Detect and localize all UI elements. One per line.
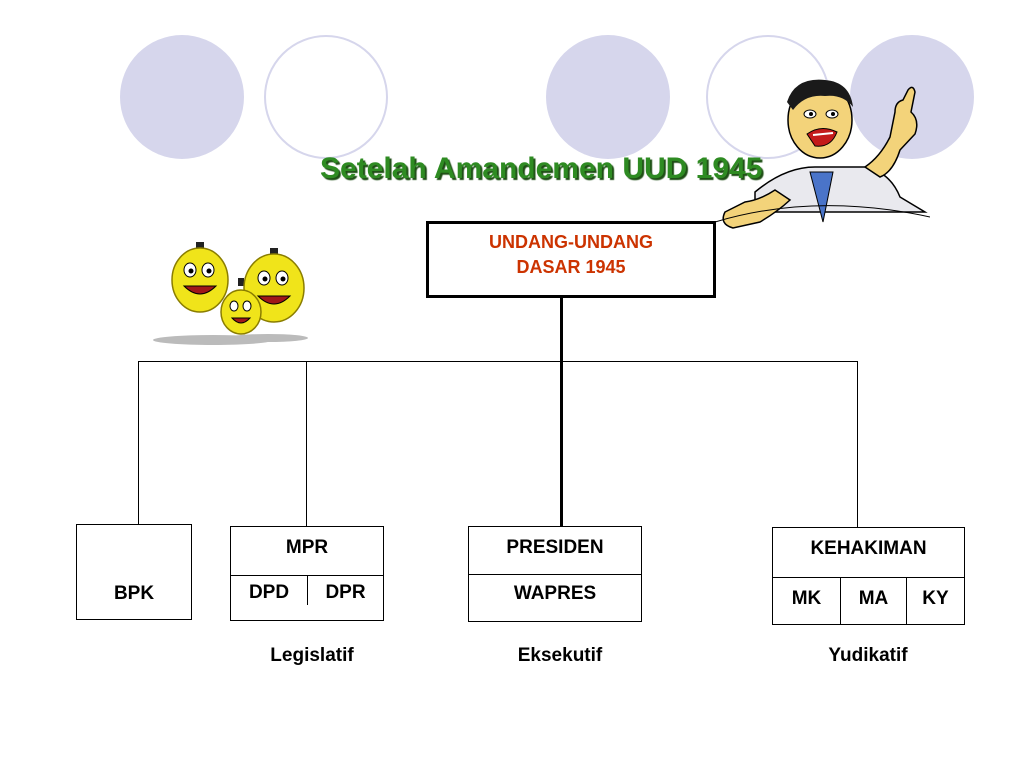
kehakiman-box: KEHAKIMAN MK MA KY bbox=[772, 527, 965, 625]
decor-circle-3 bbox=[546, 35, 670, 159]
ma-label: MA bbox=[858, 588, 889, 609]
mk-label: MK bbox=[791, 588, 822, 609]
mpr-box: MPR DPD DPR bbox=[230, 526, 384, 621]
uud-line-2: DASAR 1945 bbox=[516, 257, 626, 277]
presiden-divider bbox=[469, 574, 641, 575]
kehakiman-divider bbox=[773, 577, 964, 578]
dpr-label: DPR bbox=[325, 582, 366, 603]
presiden-box: PRESIDEN WAPRES bbox=[468, 526, 642, 622]
dpd-label: DPD bbox=[248, 582, 290, 603]
connector-kehakiman bbox=[857, 361, 858, 528]
ma-ky-divider bbox=[906, 577, 907, 625]
bpk-label: BPK bbox=[113, 583, 155, 604]
caption-eksekutif: Eksekutif bbox=[517, 645, 603, 666]
uud-line-1: UNDANG-UNDANG bbox=[489, 232, 653, 252]
mk-ma-divider bbox=[840, 577, 841, 625]
wapres-label: WAPRES bbox=[513, 583, 597, 604]
connector-bpk bbox=[138, 361, 139, 525]
pointing-man-clipart-icon bbox=[715, 79, 930, 229]
decor-circle-1 bbox=[120, 35, 244, 159]
bpk-box: BPK bbox=[76, 524, 192, 620]
root-connector bbox=[560, 296, 563, 528]
ky-label: KY bbox=[922, 588, 949, 609]
horizontal-connector bbox=[138, 361, 858, 362]
smiley-faces-clipart-icon bbox=[153, 242, 308, 345]
caption-legislatif: Legislatif bbox=[270, 645, 354, 666]
mpr-label: MPR bbox=[285, 537, 329, 558]
kehakiman-label: KEHAKIMAN bbox=[810, 538, 927, 559]
caption-yudikatif: Yudikatif bbox=[828, 645, 908, 666]
dpd-dpr-divider bbox=[307, 575, 308, 605]
uud-1945-box: UNDANG-UNDANG DASAR 1945 bbox=[426, 221, 716, 298]
connector-mpr bbox=[306, 361, 307, 527]
presiden-label: PRESIDEN bbox=[506, 537, 604, 558]
decor-circle-2 bbox=[264, 35, 388, 159]
page-title: Setelah Amandemen UUD 1945 bbox=[320, 152, 763, 185]
